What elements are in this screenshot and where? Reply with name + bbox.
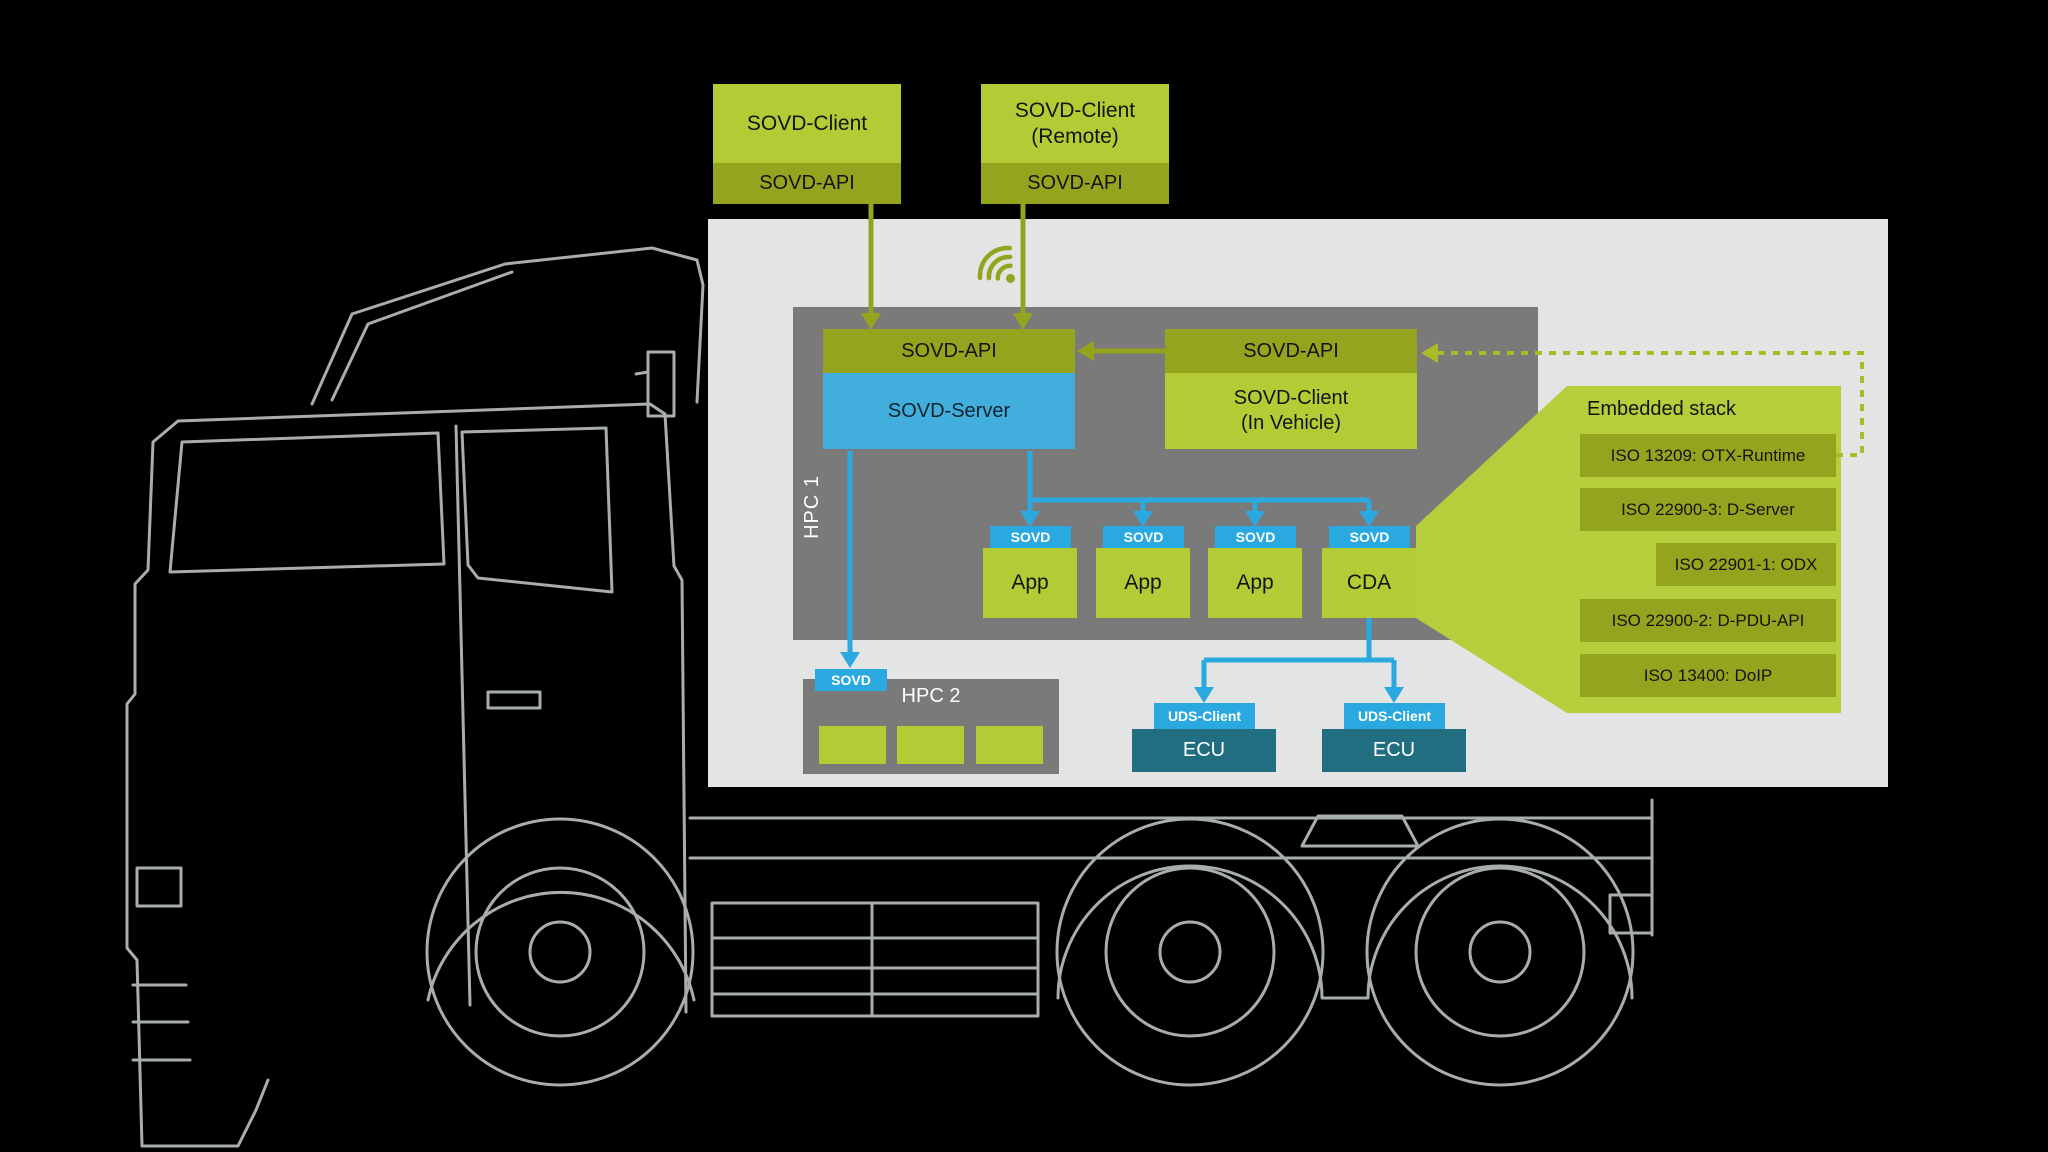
iso-item-d-pdu-api: ISO 22900-2: D-PDU-API [1580,599,1836,642]
hpc2-label: HPC 2 [901,685,961,707]
sovd-api-invehicle-bar: SOVD-API [1165,329,1417,373]
sovd-server-api-label: SOVD-API [901,339,997,362]
sovd-api-remote-label: SOVD-API [1027,172,1123,194]
iso-item-d-server: ISO 22900-3: D-Server [1580,488,1836,531]
embedded-stack-panel: Embedded stack ISO 13209: OTX-Runtime IS… [1567,386,1841,713]
ecu1-label: ECU [1182,739,1226,761]
sovd-tab-app3-label: SOVD [1235,529,1276,545]
sovd-api-invehicle-label: SOVD-API [1243,339,1339,362]
green-arrow-lines [868,204,1165,354]
sovd-api-local-label: SOVD-API [759,172,855,194]
sovd-client-remote-box: SOVD-Client (Remote) [981,84,1169,163]
app2-box: App [1096,548,1190,618]
hpc2-module-3 [976,726,1043,764]
sovd-client-remote-label-line1: SOVD-Client [1014,98,1136,122]
sovd-client-invehicle-box: SOVD-Client (In Vehicle) [1165,373,1417,449]
sovd-tab-app1: SOVD [990,526,1071,548]
sovd-tab-app2: SOVD [1103,526,1184,548]
sovd-tab-app1-label: SOVD [1010,529,1051,545]
hpc2-box: HPC 2 [803,679,1059,774]
sovd-server-box: SOVD-Server [823,373,1075,449]
sovd-tab-hpc2-label: SOVD [831,672,871,688]
iso-item-doip: ISO 13400: DoIP [1580,654,1836,697]
blue-arrow-heads [840,511,1404,703]
sovd-client-invehicle-line2: (In Vehicle) [1240,412,1342,434]
iso-item-otx-runtime: ISO 13209: OTX-Runtime [1580,434,1836,477]
green-arrow-heads [861,313,1094,361]
app3-box: App [1208,548,1302,618]
wifi-icon [977,245,1015,283]
ecu1-box: ECU [1132,729,1276,772]
app2-label: App [1124,571,1162,594]
sovd-client-remote-label-line2: (Remote) [1031,124,1119,148]
blue-connector-lines [847,451,1397,689]
sovd-tab-cda: SOVD [1329,526,1410,548]
sovd-tab-hpc2: SOVD [815,669,887,691]
uds-client-tab-1: UDS-Client [1154,703,1255,729]
sovd-client-local-box: SOVD-Client [713,84,901,163]
sovd-client-invehicle-line1: SOVD-Client [1233,387,1349,409]
app1-box: App [983,548,1077,618]
sovd-api-remote-bar: SOVD-API [981,163,1169,204]
uds-client-tab-2: UDS-Client [1344,703,1445,729]
uds-client-1-label: UDS-Client [1167,708,1242,724]
sovd-api-local-bar: SOVD-API [713,163,901,204]
dotted-arrow-line [1438,351,1864,457]
sovd-tab-app3: SOVD [1215,526,1296,548]
app3-label: App [1236,571,1274,594]
app1-label: App [1011,571,1049,594]
cda-label: CDA [1346,571,1392,594]
hpc2-module-1 [819,726,886,764]
sovd-tab-app2-label: SOVD [1123,529,1164,545]
sovd-tab-cda-label: SOVD [1349,529,1390,545]
cda-box: CDA [1322,548,1416,618]
sovd-server-api-bar: SOVD-API [823,329,1075,373]
embedded-stack-title: Embedded stack [1587,398,1736,420]
uds-client-2-label: UDS-Client [1357,708,1432,724]
sovd-client-local-label: SOVD-Client [746,111,868,135]
hpc2-module-2 [897,726,964,764]
iso-item-odx: ISO 22901-1: ODX [1656,543,1836,586]
ecu2-box: ECU [1322,729,1466,772]
ecu2-label: ECU [1372,739,1416,761]
sovd-server-label: SOVD-Server [887,399,1011,422]
dotted-arrow-head [1421,343,1438,363]
